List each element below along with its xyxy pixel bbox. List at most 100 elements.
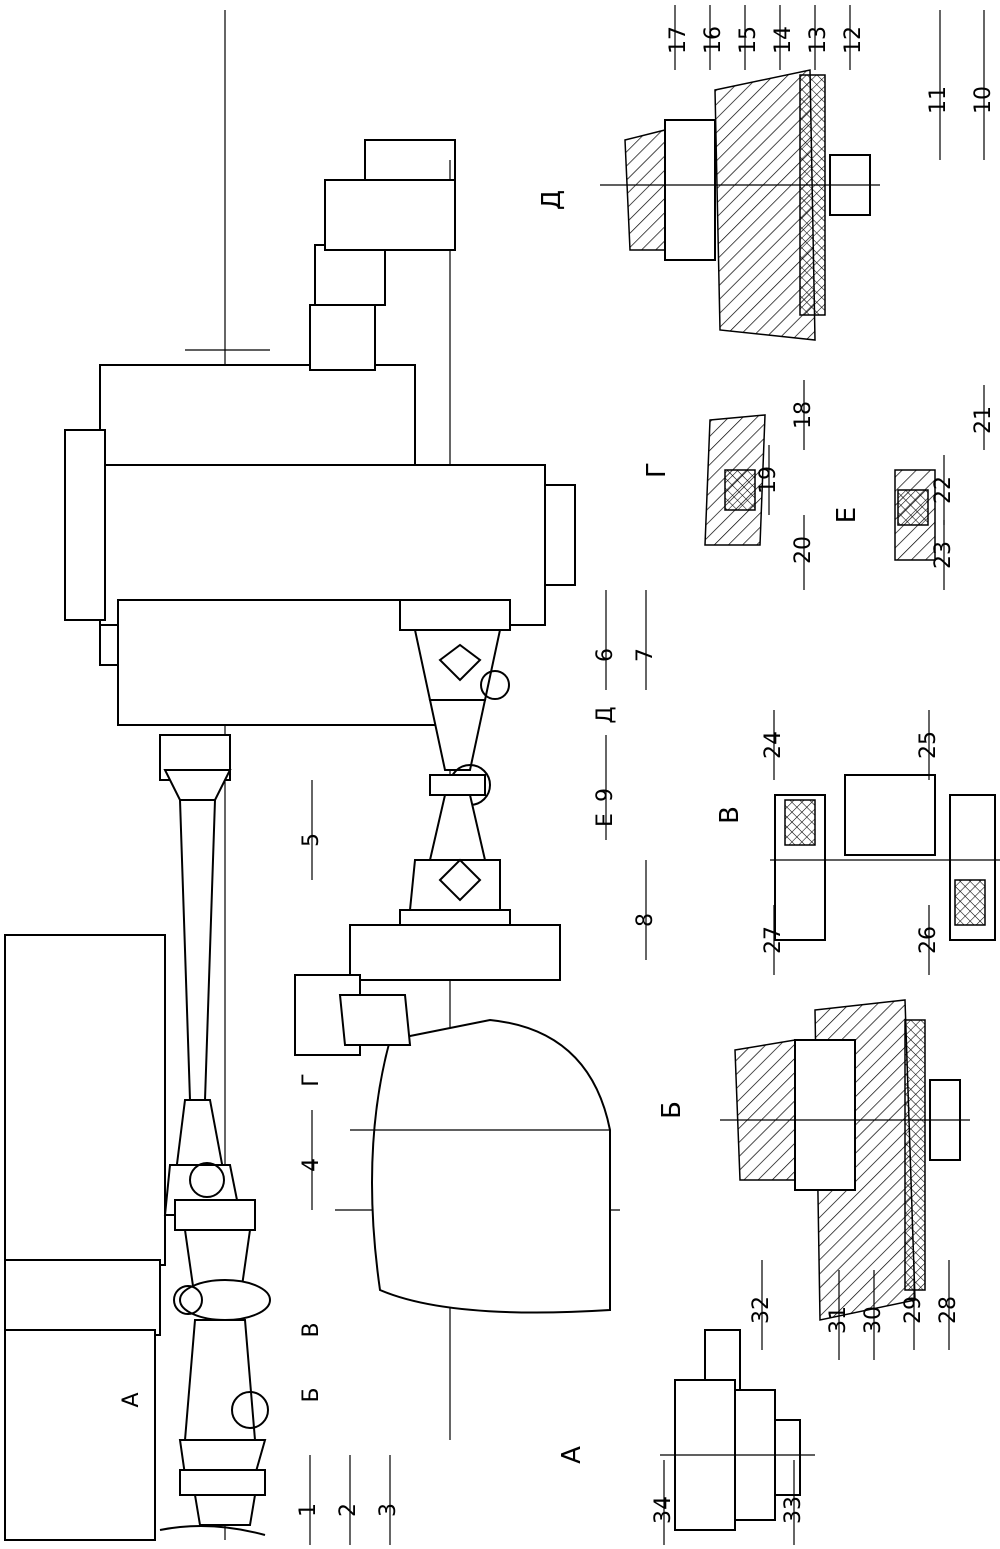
shaft5-flange [159,734,231,781]
part-number-16: 16 [701,26,726,54]
engine-block [4,934,166,1266]
part-number-33: 33 [781,1496,806,1524]
detail-b-shaft [734,1039,801,1181]
part-number-11: 11 [926,86,951,114]
part-number-20: 20 [791,536,816,564]
detail-circle-g [189,1162,225,1198]
shaft-lower-flange [179,1469,266,1496]
part-number-7: 7 [633,648,658,662]
detail-v-pad-left [784,799,816,846]
part-number-3: 3 [376,1503,401,1517]
part-number-13: 13 [806,26,831,54]
detail-d-plate [799,74,826,316]
detail-v [770,774,1000,941]
part-number-31: 31 [826,1306,851,1334]
gearbox-end-cap [544,484,576,586]
detail-d [600,69,880,341]
detail-b-seal [794,1039,856,1191]
part-number-22: 22 [931,476,956,504]
part-number-19: 19 [756,466,781,494]
lower-tube [428,699,487,771]
detail-v-hub [844,774,936,856]
view-label-e: Е [593,813,618,827]
view-label-b: Б [657,1101,687,1119]
shaft4-flange [174,1199,256,1231]
view-label-g: Г [642,462,672,478]
part-number-30: 30 [861,1306,886,1334]
part-number-12: 12 [841,26,866,54]
lower-coupling [429,774,486,796]
view-label-d: Д [593,706,618,723]
axle-housing [371,1018,611,1314]
motor-handle [364,139,456,180]
brake-actuator [338,994,412,1046]
detail-a [660,1329,815,1531]
output-hub [193,1494,257,1526]
part-number-26: 26 [916,926,941,954]
view-label-e: Е [832,507,862,523]
output-edge [159,1525,266,1536]
part-number-21: 21 [971,406,996,434]
part-number-4: 4 [299,1158,324,1172]
part-number-18: 18 [791,401,816,429]
lower-cross-top [438,643,482,682]
detail-circle-b [231,1391,269,1429]
lower-yoke-top [413,629,502,701]
part-number-29: 29 [901,1296,926,1324]
part-number-24: 24 [761,731,786,759]
view-label-d: Д [537,190,567,210]
view-label-a: А [119,1392,144,1407]
part-number-34: 34 [651,1496,676,1524]
shaft-lower-tube [183,1319,257,1441]
part-number-14: 14 [771,26,796,54]
lower-flange-top [399,599,511,631]
view-label-a: А [557,1446,587,1464]
detail-d-seal [664,119,716,261]
motor-coupling [314,244,386,306]
detail-circle-d [480,670,510,700]
detail-d-housing [714,69,816,341]
detail-b-plate [904,1019,926,1291]
detail-b [720,999,970,1321]
part-number-15: 15 [736,26,761,54]
bearing-support [179,1279,271,1321]
main-assembly [4,10,620,1541]
detail-a-nut [774,1419,801,1496]
view-label-b: Б [299,1387,324,1402]
detail-e-insert [897,489,929,526]
shaft5-tube [178,799,217,1101]
part-number-23: 23 [931,541,956,569]
detail-v-pad-right [954,879,986,926]
shaft5-yoke-top [163,769,232,801]
part-number-27: 27 [761,926,786,954]
part-number-5: 5 [299,833,324,847]
lower-cross-bottom [438,858,482,902]
part-number-6: 6 [593,648,618,662]
part-number-2: 2 [336,1503,361,1517]
view-label-g: Г [299,1073,324,1086]
part-number-25: 25 [916,731,941,759]
view-label-v: В [299,1322,324,1337]
part-number-28: 28 [936,1296,961,1324]
detail-g-insert [724,469,756,511]
engine-base [4,1259,161,1336]
part-number-17: 17 [666,26,691,54]
part-number-1: 1 [296,1503,321,1517]
part-number-8: 8 [633,913,658,927]
detail-d-shaft [624,129,671,251]
detail-circle-a [173,1285,203,1315]
detail-g [704,414,766,546]
detail-e [894,469,936,561]
part-number-10: 10 [971,86,996,114]
lower-yoke-bottom [408,859,501,911]
part-number-32: 32 [749,1296,774,1324]
gearbox-side-flange [64,429,106,621]
view-label-v: В [715,806,745,824]
motor-shaft-housing [309,304,376,371]
axle-bracket [349,924,561,981]
motor-body [324,179,456,251]
engine-mount [4,1329,156,1541]
part-number-9: 9 [593,788,618,802]
